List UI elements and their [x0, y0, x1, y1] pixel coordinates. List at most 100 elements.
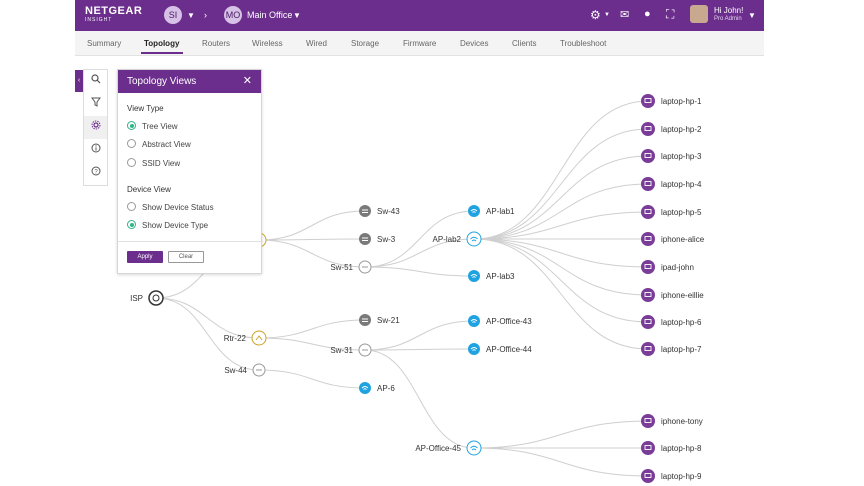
topology-node-c2[interactable]: laptop-hp-2: [641, 122, 702, 136]
settings-gear-icon[interactable]: ⚙: [590, 8, 601, 22]
access-point-icon[interactable]: [468, 315, 480, 327]
topology-node-sw31[interactable]: Sw-31: [330, 343, 372, 357]
topology-node-sw3[interactable]: Sw-3: [359, 233, 396, 245]
access-point-icon[interactable]: [468, 205, 480, 217]
topology-node-sw21[interactable]: Sw-21: [359, 314, 400, 326]
client-device-icon[interactable]: [641, 315, 655, 329]
client-device-icon[interactable]: [641, 441, 655, 455]
radio-show-device-type[interactable]: Show Device Type: [127, 220, 208, 231]
filter-icon[interactable]: [84, 93, 107, 116]
topology-node-c12[interactable]: laptop-hp-8: [641, 441, 702, 455]
search-icon[interactable]: [84, 70, 107, 93]
router-icon[interactable]: [251, 330, 267, 346]
topology-node-c11[interactable]: iphone-tony: [641, 414, 703, 428]
tab-wireless[interactable]: Wireless: [252, 39, 283, 48]
topology-node-c5[interactable]: laptop-hp-5: [641, 205, 702, 219]
fullscreen-icon[interactable]: ⛶: [666, 7, 675, 21]
access-point-icon[interactable]: [466, 440, 482, 456]
topology-node-c6[interactable]: iphone-alice: [641, 232, 705, 246]
access-point-icon[interactable]: [468, 270, 480, 282]
settings-chevron-down-icon[interactable]: ▼: [604, 12, 610, 18]
topology-node-sw44[interactable]: Sw-44: [224, 363, 266, 377]
client-device-icon[interactable]: [641, 260, 655, 274]
node-label: iphone-tony: [661, 417, 703, 426]
topology-node-c10[interactable]: laptop-hp-7: [641, 342, 702, 356]
radio-unselected-icon[interactable]: [127, 139, 136, 149]
collapse-panel-tab[interactable]: ‹: [75, 70, 83, 92]
client-device-icon[interactable]: [641, 469, 655, 483]
radio-unselected-icon[interactable]: [127, 202, 136, 212]
tab-devices[interactable]: Devices: [460, 39, 489, 48]
user-avatar[interactable]: [690, 5, 708, 23]
tab-topology[interactable]: Topology: [144, 39, 180, 48]
topology-node-c4[interactable]: laptop-hp-4: [641, 177, 702, 191]
settings-icon[interactable]: [84, 116, 107, 139]
topology-link: [473, 183, 649, 240]
topology-node-c3[interactable]: laptop-hp-3: [641, 149, 702, 163]
access-point-icon[interactable]: [359, 382, 371, 394]
radio-selected-icon[interactable]: [127, 220, 136, 230]
user-chevron-down-icon[interactable]: ▼: [748, 11, 756, 20]
org-chevron-down-icon[interactable]: ▼: [187, 11, 195, 20]
topology-node-rtr22[interactable]: Rtr-22: [224, 330, 267, 346]
tab-routers[interactable]: Routers: [202, 39, 231, 48]
topology-node-c7[interactable]: ipad-john: [641, 260, 694, 274]
topology-node-isp[interactable]: ISP: [130, 290, 164, 306]
access-point-icon[interactable]: [466, 231, 482, 247]
topology-node-aplab1[interactable]: AP-lab1: [468, 205, 515, 217]
switch-icon[interactable]: [359, 233, 371, 245]
radio-show-device-status[interactable]: Show Device Status: [127, 202, 214, 213]
switch-icon[interactable]: [359, 205, 371, 217]
topology-node-aplab2[interactable]: AP-lab2: [433, 231, 482, 247]
topology-node-sw43[interactable]: Sw-43: [359, 205, 400, 217]
tab-wired[interactable]: Wired: [306, 39, 327, 48]
location-avatar[interactable]: MO: [224, 6, 242, 24]
tab-troubleshoot[interactable]: Troubleshoot: [560, 39, 607, 48]
topology-node-c8[interactable]: iphone-eillie: [641, 288, 704, 302]
notification-bell-icon[interactable]: ●: [644, 8, 651, 20]
topology-node-apoff45[interactable]: AP-Office-45: [415, 440, 482, 456]
topology-node-ap6[interactable]: AP-6: [359, 382, 395, 394]
radio-ssid-view[interactable]: SSID View: [127, 158, 180, 169]
user-greeting[interactable]: Hi John!: [714, 6, 744, 15]
tab-firmware[interactable]: Firmware: [403, 39, 437, 48]
access-point-icon[interactable]: [468, 343, 480, 355]
org-avatar[interactable]: SI: [164, 6, 182, 24]
radio-unselected-icon[interactable]: [127, 158, 136, 168]
tab-clients[interactable]: Clients: [512, 39, 537, 48]
client-device-icon[interactable]: [641, 342, 655, 356]
apply-button[interactable]: Apply: [127, 251, 163, 263]
client-device-icon[interactable]: [641, 149, 655, 163]
location-name[interactable]: Main Office: [247, 10, 293, 20]
radio-abstract-view[interactable]: Abstract View: [127, 139, 191, 150]
help-icon[interactable]: ?: [84, 162, 107, 185]
topology-node-sw51[interactable]: Sw-51: [330, 260, 372, 274]
isp-globe-icon[interactable]: [148, 290, 164, 306]
inbox-icon[interactable]: ✉: [620, 9, 630, 21]
topology-node-apoff43[interactable]: AP-Office-43: [468, 315, 532, 327]
client-device-icon[interactable]: [641, 414, 655, 428]
radio-tree-view[interactable]: Tree View: [127, 121, 178, 132]
location-chevron-down-icon[interactable]: ▼: [293, 11, 301, 20]
client-device-icon[interactable]: [641, 122, 655, 136]
tab-summary[interactable]: Summary: [87, 39, 122, 48]
topology-node-apoff44[interactable]: AP-Office-44: [468, 343, 532, 355]
topology-node-c9[interactable]: laptop-hp-6: [641, 315, 702, 329]
tab-storage[interactable]: Storage: [351, 39, 380, 48]
switch-icon[interactable]: [359, 314, 371, 326]
clear-button[interactable]: Clear: [168, 251, 204, 263]
netgear-insight-logo[interactable]: NETGEAR INSIGHT: [85, 6, 145, 26]
client-device-icon[interactable]: [641, 177, 655, 191]
close-icon[interactable]: ✕: [242, 75, 252, 87]
client-device-icon[interactable]: [641, 232, 655, 246]
topology-node-c1[interactable]: laptop-hp-1: [641, 94, 702, 108]
radio-selected-icon[interactable]: [127, 121, 136, 131]
info-icon[interactable]: [84, 139, 107, 162]
client-device-icon[interactable]: [641, 205, 655, 219]
client-device-icon[interactable]: [641, 288, 655, 302]
topology-node-aplab3[interactable]: AP-lab3: [468, 270, 515, 282]
topology-node-c13[interactable]: laptop-hp-9: [641, 469, 702, 483]
device-screen-mark: [644, 98, 652, 103]
client-device-icon[interactable]: [641, 94, 655, 108]
